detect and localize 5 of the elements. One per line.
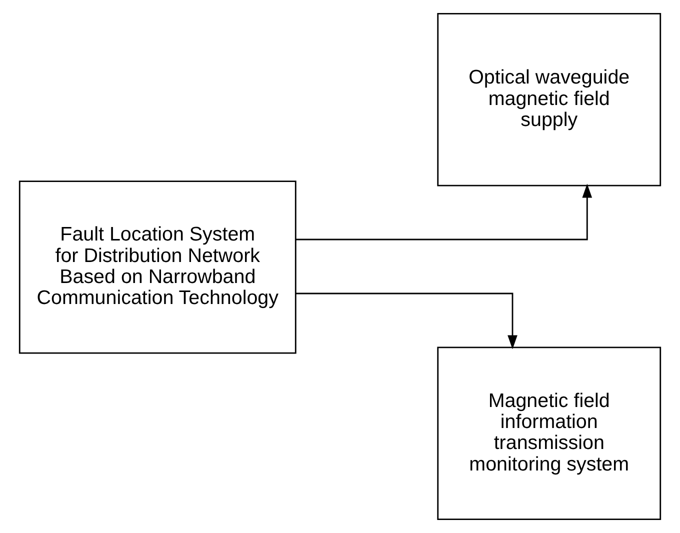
node-box: Magnetic field information transmission monitoring system <box>437 346 662 520</box>
node-box: Optical waveguide magnetic field supply <box>437 13 662 186</box>
node-box: Fault Location System for Distribution Network Based on Narrowband Communication Technology <box>18 180 296 354</box>
arrow <box>296 292 518 350</box>
arrow <box>296 184 592 240</box>
